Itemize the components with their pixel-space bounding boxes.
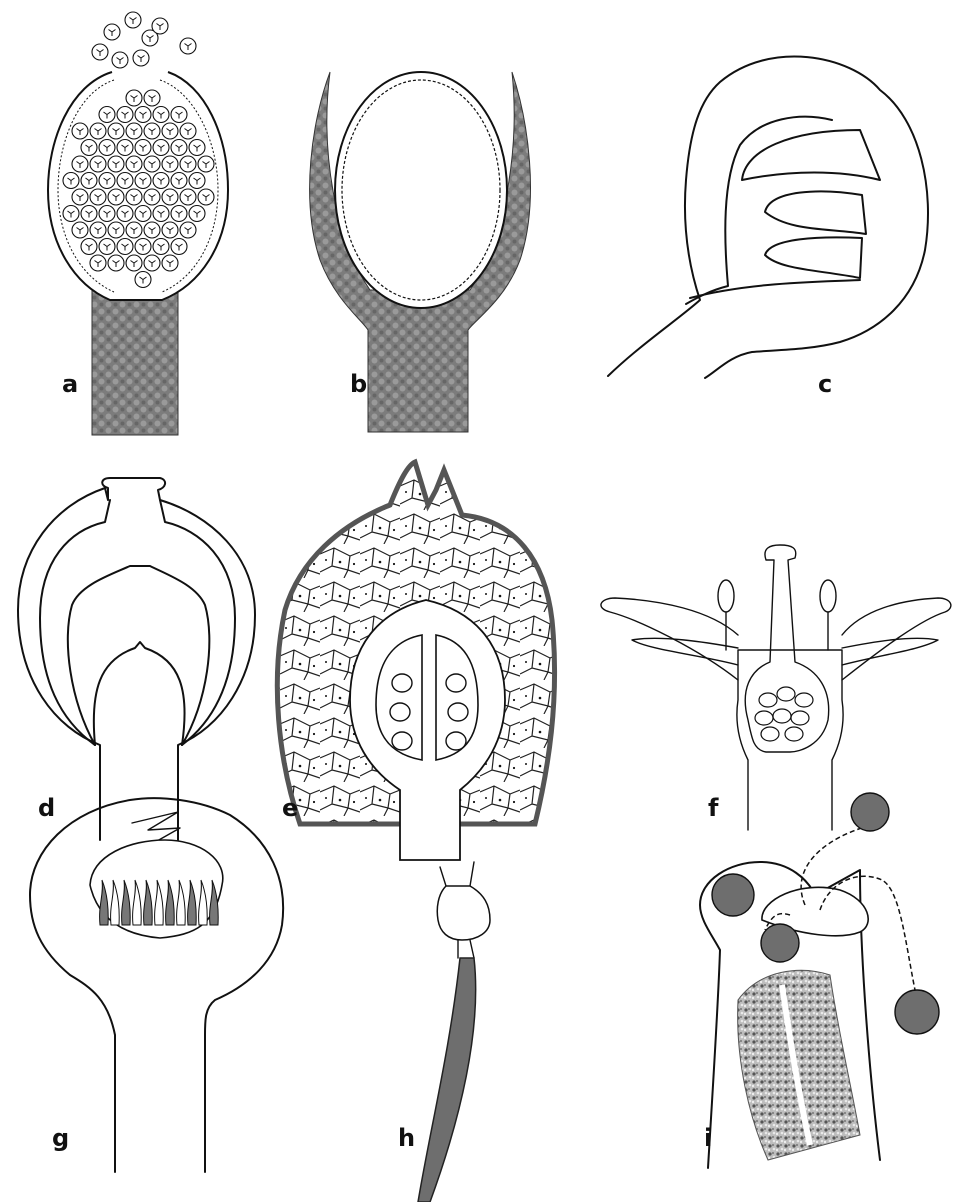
panel-f-label: f	[708, 794, 719, 822]
panel-b-capsule-cup	[310, 72, 531, 432]
panel-b-capsule	[335, 72, 507, 308]
panel-h-anther	[437, 886, 490, 940]
panel-i-style-tissue	[738, 970, 860, 1160]
panel-d-inner-chamber	[68, 566, 210, 745]
panel-i-style-pollen	[700, 793, 939, 1168]
panel-h-connective	[458, 940, 474, 958]
panel-d-flask-organ	[18, 478, 255, 840]
panel-a-label: a	[62, 370, 78, 398]
panel-f-left-sepal	[632, 638, 738, 665]
panel-e-fruit-section	[277, 462, 554, 860]
panel-b-label: b	[350, 370, 367, 398]
panel-f-ovules	[755, 687, 813, 741]
panel-f-stamens	[718, 580, 836, 650]
panel-d-label: d	[38, 794, 55, 822]
panel-f-flower-section	[601, 545, 951, 830]
panel-c-coiled-structure	[608, 56, 928, 378]
panel-h-anther-filament	[418, 862, 490, 1202]
panel-d-outer-outline	[18, 478, 255, 840]
panel-h-upper-neck	[440, 862, 474, 886]
panel-c-lobe-3	[765, 237, 862, 278]
panel-h-filament	[418, 958, 476, 1202]
panel-i-label: i	[704, 1124, 712, 1152]
panel-g-round-organ	[30, 798, 283, 1172]
panel-c-outer-outline	[608, 56, 928, 378]
panel-d-central-body	[94, 642, 185, 745]
panel-f-right-sepal	[842, 638, 938, 665]
panel-g-label: g	[52, 1124, 69, 1152]
panel-a-stalk	[92, 285, 178, 435]
panel-h-label: h	[398, 1124, 415, 1152]
panel-c-lobe-2	[765, 191, 866, 234]
panel-c-lobe-1	[742, 130, 880, 180]
panel-c-inner-outline	[686, 117, 832, 304]
panel-e-label: e	[282, 794, 298, 822]
panel-c-label: c	[818, 370, 832, 398]
